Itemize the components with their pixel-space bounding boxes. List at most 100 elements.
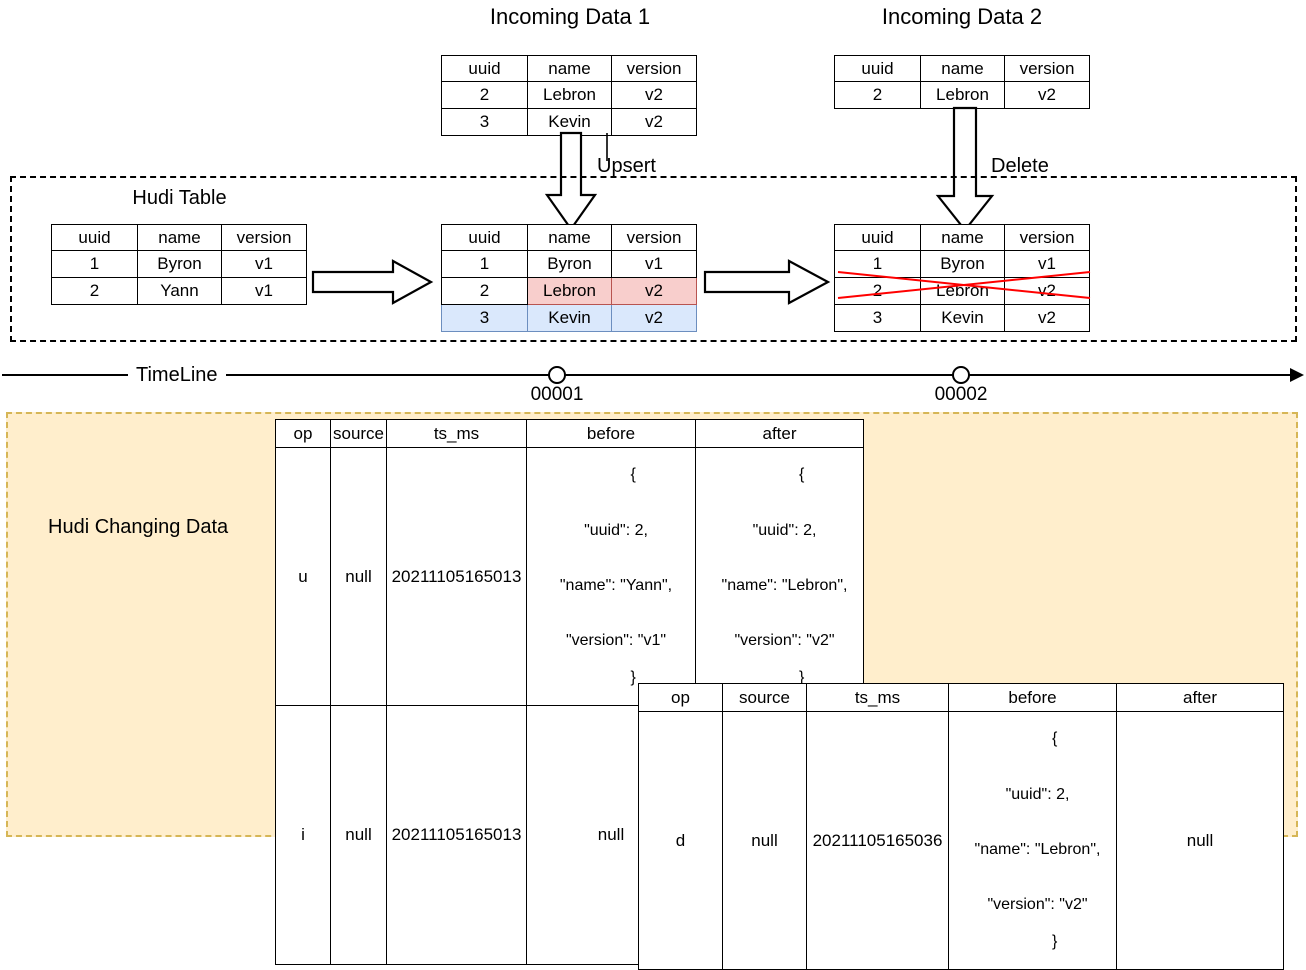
incoming-data-1-table: uuid name version 2 Lebron v2 3 Kevin v2	[441, 55, 697, 136]
incoming-data-2-table: uuid name version 2 Lebron v2	[834, 55, 1090, 109]
col-after: after	[1116, 683, 1284, 712]
json-line: "name": "Yann",	[559, 576, 673, 594]
cell-name: Lebron	[920, 277, 1005, 305]
cell-version-highlight-insert: v2	[611, 304, 697, 332]
cell-uuid: 2	[834, 81, 921, 109]
table-row: 1 Byron v1	[834, 250, 1090, 278]
timeline-tick-1-label: 00001	[530, 384, 584, 405]
hudi-table-container	[10, 176, 1297, 342]
json-open-brace: {	[630, 466, 636, 484]
cell-version: v2	[1004, 304, 1090, 332]
incoming-data-2-table-wrapper: uuid name version 2 Lebron v2	[834, 55, 1090, 109]
hudi-changing-data-label: Hudi Changing Data	[48, 516, 229, 538]
cell-version: v1	[221, 277, 307, 305]
col-source: source	[330, 419, 387, 448]
timeline-label: TimeLine	[128, 364, 226, 387]
col-ts-ms: ts_ms	[386, 419, 527, 448]
cdc-table-2-wrapper: op source ts_ms before after d null 2021…	[638, 683, 1284, 970]
cell-uuid: 3	[834, 304, 921, 332]
cell-name: Byron	[920, 250, 1005, 278]
incoming-data-2-title: Incoming Data 2	[881, 4, 1043, 29]
col-before: before	[948, 683, 1117, 712]
cell-op: u	[275, 446, 331, 707]
cell-source: null	[722, 710, 807, 970]
cell-name-highlight-insert: Kevin	[527, 304, 612, 332]
cell-after-null: null	[1116, 710, 1284, 970]
cell-uuid: 2	[834, 277, 921, 305]
json-close-brace: }	[630, 668, 636, 686]
upsert-arrow-icon	[544, 131, 598, 231]
table-header-row: uuid name version	[834, 224, 1090, 251]
table-row: u null 20211105165013 { "uuid": 2, "name…	[275, 446, 864, 707]
cell-version: v1	[1004, 250, 1090, 278]
table-row: 2 Lebron v2	[441, 81, 697, 109]
hudi-table-after-upsert-wrapper: uuid name version 1 Byron v1 2 Lebron v2…	[441, 224, 697, 332]
json-line: "uuid": 2,	[584, 521, 648, 539]
table-row: 3 Kevin v2	[834, 304, 1090, 332]
col-ts-ms: ts_ms	[806, 683, 949, 712]
cell-version: v2	[1004, 277, 1090, 305]
json-close-brace: }	[799, 668, 805, 686]
table-row: 2 Lebron v2	[834, 81, 1090, 109]
cell-source: null	[330, 705, 387, 965]
cell-ts-ms: 20211105165013	[386, 446, 527, 707]
transition-arrow-2-icon	[703, 259, 831, 305]
cell-name: Kevin	[920, 304, 1005, 332]
cell-uuid: 3	[441, 108, 528, 136]
cell-name: Kevin	[527, 108, 612, 136]
json-line: "name": "Lebron",	[721, 576, 848, 594]
cell-name: Yann	[137, 277, 222, 305]
cell-uuid-highlight-insert: 3	[441, 304, 528, 332]
json-line: "version": "v2"	[734, 631, 835, 649]
hudi-table-initial: uuid name version 1 Byron v1 2 Yann v1	[51, 224, 307, 305]
json-open-brace: {	[799, 466, 805, 484]
cell-version: v2	[611, 81, 697, 109]
incoming-data-1-title: Incoming Data 1	[489, 4, 651, 29]
table-row-deleted: 2 Lebron v2	[834, 277, 1090, 305]
table-header-row: uuid name version	[441, 55, 697, 82]
col-op: op	[275, 419, 331, 448]
cell-uuid: 2	[51, 277, 138, 305]
json-line: "version": "v1"	[565, 631, 667, 649]
col-before: before	[526, 419, 696, 448]
cell-name: Lebron	[920, 81, 1005, 109]
cell-ts-ms: 20211105165013	[386, 705, 527, 965]
table-row-inserted: 3 Kevin v2	[441, 304, 697, 332]
cell-uuid: 1	[441, 250, 528, 278]
col-name: name	[920, 224, 1005, 251]
cell-version: v2	[1004, 81, 1090, 109]
json-open-brace: {	[1052, 730, 1058, 748]
table-header-row: op source ts_ms before after	[638, 683, 1284, 712]
col-version: version	[611, 55, 697, 82]
cell-version: v1	[221, 250, 307, 278]
table-row: 1 Byron v1	[441, 250, 697, 278]
hudi-table-after-upsert: uuid name version 1 Byron v1 2 Lebron v2…	[441, 224, 697, 332]
cell-before-json: { "uuid": 2, "name": "Yann", "version": …	[526, 446, 696, 707]
col-uuid: uuid	[834, 55, 921, 82]
hudi-table-initial-wrapper: uuid name version 1 Byron v1 2 Yann v1	[51, 224, 307, 305]
table-row: 1 Byron v1	[51, 250, 307, 278]
transition-arrow-1-icon	[311, 259, 434, 305]
hudi-table-after-delete: uuid name version 1 Byron v1 2 Lebron v2…	[834, 224, 1090, 332]
col-uuid: uuid	[834, 224, 921, 251]
hudi-table-after-delete-wrapper: uuid name version 1 Byron v1 2 Lebron v2…	[834, 224, 1090, 332]
table-header-row: op source ts_ms before after	[275, 419, 864, 448]
col-after: after	[695, 419, 864, 448]
hudi-table-label: Hudi Table	[132, 187, 227, 209]
col-op: op	[638, 683, 723, 712]
json-line: "version": "v2"	[987, 895, 1088, 913]
cell-ts-ms: 20211105165036	[806, 710, 949, 970]
col-name: name	[527, 55, 612, 82]
cell-before-json: { "uuid": 2, "name": "Lebron", "version"…	[948, 710, 1117, 970]
cell-after-json: { "uuid": 2, "name": "Lebron", "version"…	[695, 446, 864, 707]
upsert-connector-line	[606, 133, 608, 161]
cell-source: null	[330, 446, 387, 707]
incoming-data-1-table-wrapper: uuid name version 2 Lebron v2 3 Kevin v2	[441, 55, 697, 136]
json-line: "uuid": 2,	[1005, 785, 1070, 803]
cell-op: i	[275, 705, 331, 965]
col-uuid: uuid	[441, 55, 528, 82]
cell-uuid: 2	[441, 81, 528, 109]
upsert-label: Upsert	[597, 155, 656, 177]
table-header-row: uuid name version	[834, 55, 1090, 82]
table-header-row: uuid name version	[441, 224, 697, 251]
